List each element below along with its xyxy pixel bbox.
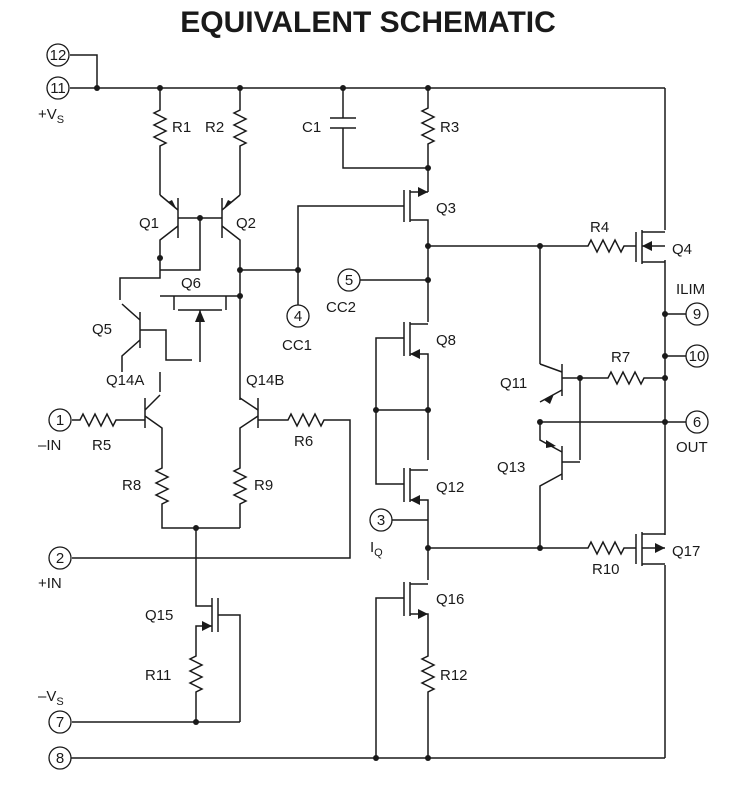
q5-label: Q5 xyxy=(92,321,112,338)
q13-label: Q13 xyxy=(497,459,525,476)
c1-capacitor xyxy=(330,88,431,171)
pin-10: 10 xyxy=(685,344,709,368)
r5-resistor xyxy=(72,412,145,428)
iq-label: IQ xyxy=(370,539,383,559)
r10-label: R10 xyxy=(592,561,620,578)
q16-transistor xyxy=(375,582,429,758)
r11-label: R11 xyxy=(145,667,171,684)
r7-label: R7 xyxy=(611,349,630,366)
r9-label: R9 xyxy=(254,477,273,494)
q1-q2-base-link xyxy=(157,215,243,273)
q15-transistor xyxy=(195,528,241,722)
r5-label: R5 xyxy=(92,437,111,454)
r6-resistor xyxy=(72,412,351,559)
q1-transistor xyxy=(159,194,179,258)
cc1-node xyxy=(240,205,395,305)
q14b-label: Q14B xyxy=(246,372,284,389)
q6-transistor xyxy=(160,293,243,362)
pin-12: 12 xyxy=(46,43,70,67)
q3-transistor xyxy=(395,187,429,246)
out-node xyxy=(537,419,686,425)
q12-transistor xyxy=(373,407,431,580)
vs-pos-label: +VS xyxy=(38,106,64,126)
schematic-title: EQUIVALENT SCHEMATIC xyxy=(180,6,556,39)
in-neg-label: –IN xyxy=(38,437,61,454)
r3-resistor xyxy=(420,88,436,192)
q11-label: Q11 xyxy=(500,375,527,392)
pin-2: 2 xyxy=(48,546,72,570)
pin-5: 5 xyxy=(337,268,361,292)
q14a-label: Q14A xyxy=(106,372,144,389)
q5-transistor xyxy=(119,258,192,372)
svg-text:5: 5 xyxy=(345,272,353,289)
q14b-transistor xyxy=(239,390,259,460)
r10-resistor xyxy=(428,540,636,556)
pin-6: 6 xyxy=(685,410,709,434)
r4-resistor xyxy=(428,238,636,254)
svg-text:1: 1 xyxy=(56,412,64,429)
ilim-label: ILIM xyxy=(676,281,705,298)
q8-label: Q8 xyxy=(436,332,456,349)
pin-7: 7 xyxy=(48,710,72,734)
cc1-label: CC1 xyxy=(282,337,312,354)
svg-text:8: 8 xyxy=(56,750,64,767)
out-label: OUT xyxy=(676,439,708,456)
pin-11: 11 xyxy=(46,76,70,100)
pin-3: 3 xyxy=(369,508,393,532)
svg-text:6: 6 xyxy=(693,414,701,431)
svg-text:10: 10 xyxy=(689,348,706,365)
r12-resistor xyxy=(420,650,436,758)
q13-transistor xyxy=(539,422,580,548)
pin-1: 1 xyxy=(48,408,72,432)
q14a-transistor xyxy=(144,372,163,460)
q4-label: Q4 xyxy=(672,241,692,258)
q2-label: Q2 xyxy=(236,215,256,232)
r11-resistor xyxy=(72,650,240,725)
q12-label: Q12 xyxy=(436,479,464,496)
r6-label: R6 xyxy=(294,433,313,450)
r7-resistor xyxy=(577,370,668,386)
in-pos-label: +IN xyxy=(38,575,62,592)
r2-label: R2 xyxy=(205,119,224,136)
negative-supply-rail xyxy=(70,755,665,761)
r4-label: R4 xyxy=(590,219,609,236)
svg-text:12: 12 xyxy=(50,47,67,64)
r12-label: R12 xyxy=(440,667,468,684)
r1-label: R1 xyxy=(172,119,191,136)
pin-8: 8 xyxy=(48,746,72,770)
r9-resistor xyxy=(232,460,248,528)
q15-label: Q15 xyxy=(145,607,173,624)
cc2-label: CC2 xyxy=(326,299,356,316)
vs-neg-label: –VS xyxy=(38,688,64,708)
q17-transistor xyxy=(635,532,665,566)
r2-resistor xyxy=(232,88,248,195)
svg-text:3: 3 xyxy=(377,512,385,529)
svg-text:9: 9 xyxy=(693,306,701,323)
q16-label: Q16 xyxy=(436,591,464,608)
pin-4: 4 xyxy=(286,304,310,328)
svg-text:11: 11 xyxy=(50,80,66,97)
q1-label: Q1 xyxy=(139,215,159,232)
q8-transistor xyxy=(375,322,429,460)
q11-transistor xyxy=(539,246,581,460)
pin-9: 9 xyxy=(685,302,709,326)
r1-resistor xyxy=(152,88,168,195)
r3-label: R3 xyxy=(440,119,459,136)
c1-label: C1 xyxy=(302,119,321,136)
svg-text:4: 4 xyxy=(294,308,302,325)
positive-supply-rail xyxy=(70,54,665,91)
svg-text:7: 7 xyxy=(56,714,64,731)
svg-text:2: 2 xyxy=(56,550,64,567)
q17-label: Q17 xyxy=(672,543,700,560)
q6-label: Q6 xyxy=(181,275,201,292)
q4-transistor xyxy=(635,230,665,264)
r8-label: R8 xyxy=(122,477,141,494)
r8-resistor xyxy=(154,460,240,529)
q3-label: Q3 xyxy=(436,200,456,217)
